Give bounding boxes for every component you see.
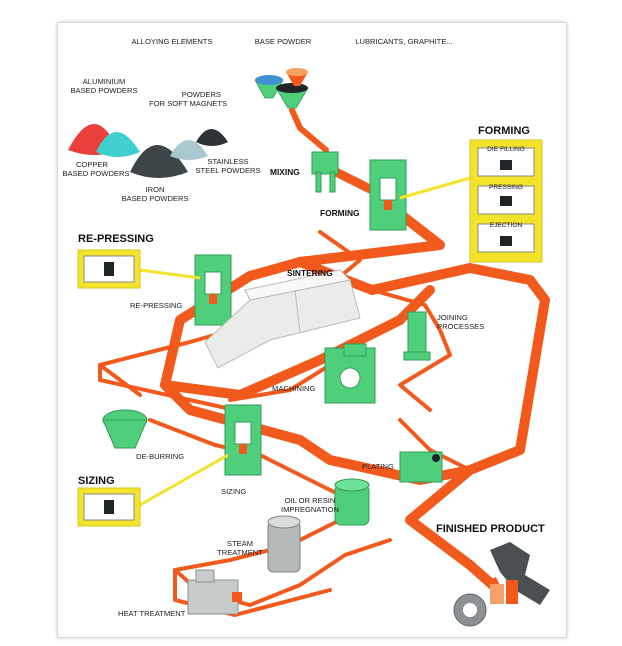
powder-cone-icon <box>96 132 140 157</box>
label-oil-resin-1: OIL OR RESIN <box>285 496 336 505</box>
label-aluminium-1: ALUMINIUM <box>83 77 126 86</box>
heading-forming: FORMING <box>478 125 530 137</box>
pipe-main-trunk <box>295 205 550 570</box>
label-stainless-2: STEEL POWDERS <box>195 166 260 175</box>
machining-machine <box>324 343 376 404</box>
sizing-callout <box>77 487 141 527</box>
forming-callout <box>469 139 543 263</box>
impregnation-vessel <box>334 478 370 526</box>
pipe-loop-upper <box>160 285 435 400</box>
label-pressing: PRESSING <box>489 184 523 191</box>
label-base-powder: BASE POWDER <box>255 37 312 46</box>
heat-furnace <box>187 569 242 615</box>
repressing-callout <box>77 249 141 289</box>
label-sintering: SINTERING <box>287 268 333 278</box>
label-ejection: EJECTION <box>490 222 523 229</box>
pipe-left-return <box>98 363 237 412</box>
pipe-plating-line <box>398 418 472 472</box>
label-aluminium-2: BASED POWDERS <box>70 86 137 95</box>
label-mixing: MIXING <box>270 167 300 177</box>
press-machine-icon <box>224 404 262 476</box>
label-joining-1: JOINING <box>437 313 468 322</box>
label-copper-1: COPPER <box>76 160 109 169</box>
heading-finished-product: FINISHED PRODUCT <box>436 523 545 535</box>
label-iron-1: IRON <box>146 185 165 194</box>
heading-repressing: RE-PRESSING <box>78 233 154 245</box>
powder-cone-icon <box>196 129 228 146</box>
label-joining-2: PROCESSES <box>437 322 484 331</box>
flow-pipes <box>98 107 550 617</box>
label-copper-2: BASED POWDERS <box>62 169 129 178</box>
label-steam-2: TREATMENT <box>217 548 263 557</box>
press-machine-icon <box>369 159 407 231</box>
pipe-hopper-to-mixing <box>289 107 329 153</box>
funnel-hopper-icon <box>254 68 309 109</box>
label-alloying-elements: ALLOYING ELEMENTS <box>131 37 212 46</box>
label-die-filling: DIE FILLING <box>487 146 525 153</box>
deburring-machine <box>102 409 148 449</box>
joining-machine <box>403 311 431 361</box>
label-soft-magnets-1: POWDERS <box>182 90 221 99</box>
label-iron-2: BASED POWDERS <box>121 194 188 203</box>
label-repressing: RE-PRESSING <box>130 301 182 310</box>
label-machining: MACHINING <box>272 384 316 393</box>
callout-connectors <box>139 176 471 507</box>
label-lubricants: LUBRICANTS, GRAPHITE... <box>355 37 452 46</box>
label-forming: FORMING <box>320 208 360 218</box>
label-sizing: SIZING <box>221 487 246 496</box>
sintering-furnace <box>204 269 361 369</box>
label-deburring: DE-BURRING <box>136 452 184 461</box>
mixing-machine <box>311 151 339 193</box>
label-soft-magnets-2: FOR SOFT MAGNETS <box>149 99 227 108</box>
label-steam-1: STEAM <box>227 539 253 548</box>
label-oil-resin-2: IMPREGNATION <box>281 505 339 514</box>
label-heat-treatment: HEAT TREATMENT <box>118 609 186 618</box>
label-stainless-1: STAINLESS <box>207 157 248 166</box>
label-plating: PLATING <box>362 462 394 471</box>
steam-vessel <box>267 515 301 573</box>
powder-cones <box>68 124 228 178</box>
plating-tank <box>399 451 443 483</box>
pipe-joining-line <box>370 288 452 412</box>
finished-parts <box>453 542 550 627</box>
press-machine-icon <box>194 254 232 326</box>
pipe-machining-line <box>228 363 332 402</box>
powder-cone-icon <box>170 140 208 160</box>
heading-sizing: SIZING <box>78 475 115 487</box>
